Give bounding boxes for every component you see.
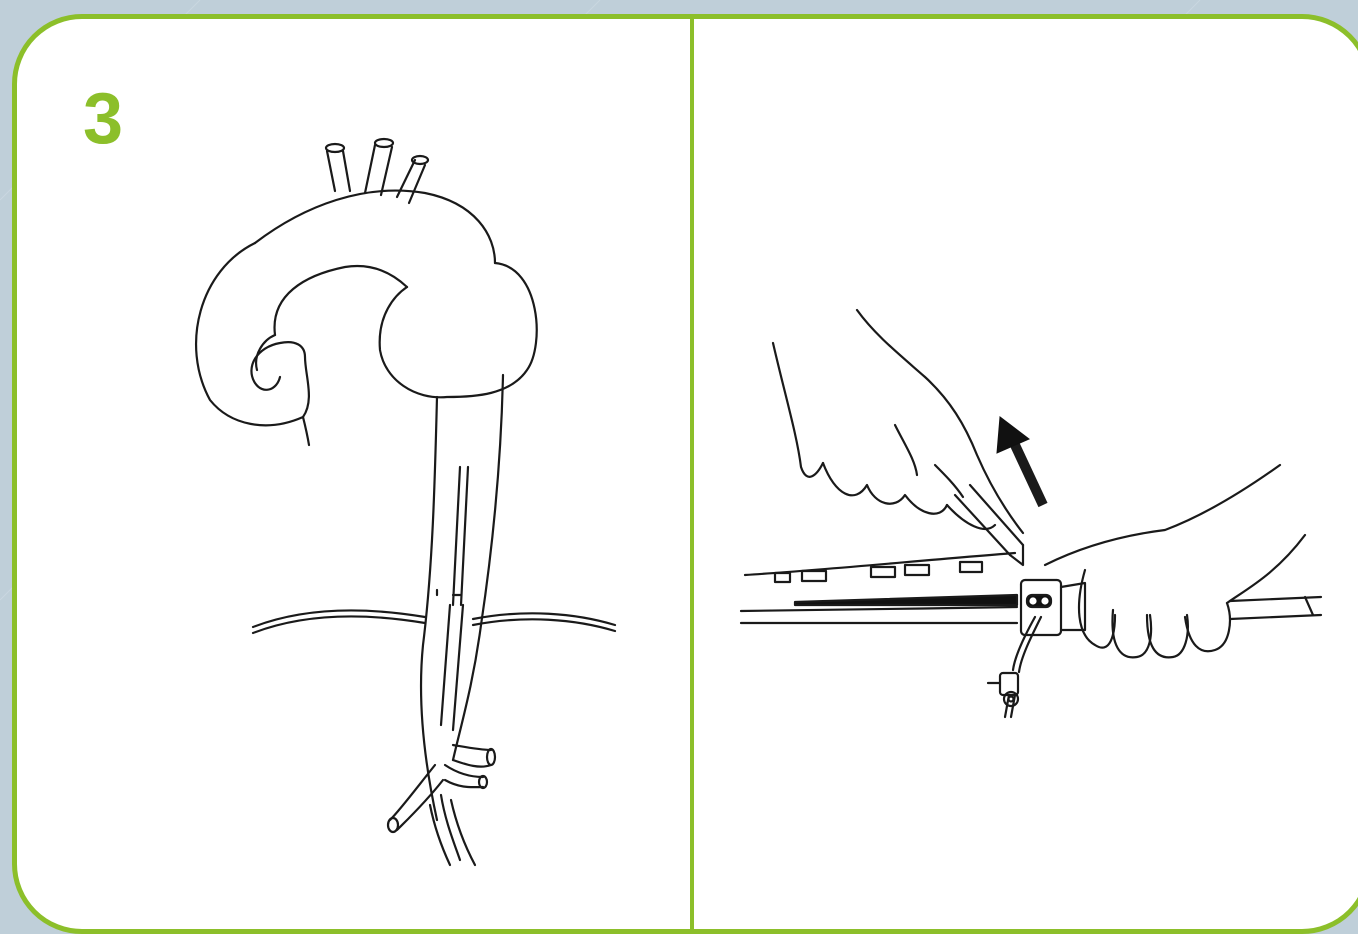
stopcock-icon: [988, 673, 1018, 717]
lower-hand: [1045, 465, 1280, 565]
hands-sheath-removal-illustration: [17, 19, 1358, 919]
instruction-frame: 3: [12, 14, 1358, 934]
upward-arrow-icon: [997, 417, 1043, 505]
upper-hand: [857, 310, 1023, 533]
